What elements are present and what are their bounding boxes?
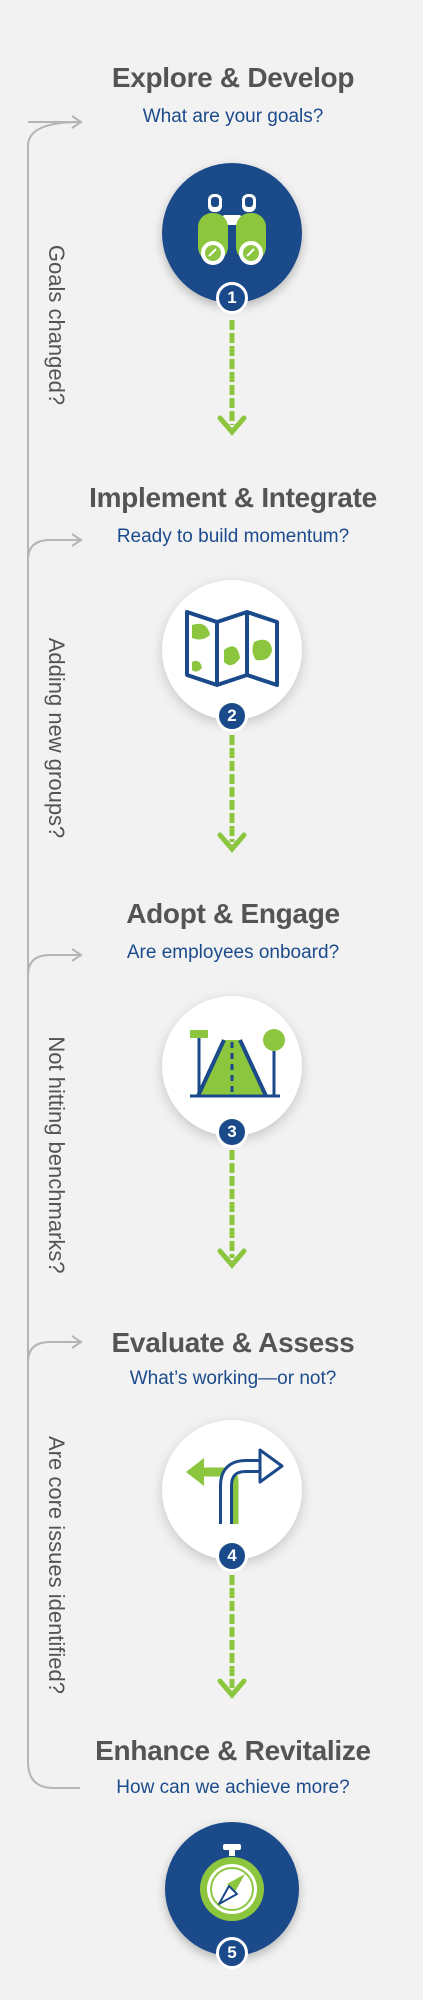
stage-3-badge: 3: [216, 1116, 248, 1148]
feedback-arrow-1: [28, 115, 83, 129]
stage-4-subtitle: What’s working—or not?: [129, 1368, 337, 1389]
feedback-question-1-text: Goals changed?: [44, 244, 69, 406]
stage-3-subtitle: Are employees onboard?: [126, 942, 340, 963]
feedback-arrow-2: [27, 533, 83, 561]
stage-5-circle: [165, 1822, 299, 1956]
stage-2-subtitle: Ready to build momentum?: [116, 526, 350, 547]
progress-arrow-4: [217, 1575, 247, 1699]
feedback-question-3-text: Not hitting benchmarks?: [44, 1036, 69, 1274]
stage-4-title: Evaluate & Assess: [111, 1327, 355, 1358]
binoculars-icon: [198, 194, 266, 265]
stage-2-circle: [162, 580, 302, 720]
stage-3-circle: [162, 996, 302, 1136]
map-icon: [185, 610, 279, 687]
progress-arrow-2: [217, 735, 247, 853]
stage-5-badge: 5: [216, 1937, 248, 1969]
stage-1-subtitle: What are your goals?: [142, 106, 324, 127]
stage-4-badge: 4: [216, 1540, 248, 1572]
fork-arrows-icon: [186, 1448, 284, 1524]
stage-2-badge: 2: [216, 700, 248, 732]
feedback-question-4-text: Are core issues identified?: [44, 1435, 69, 1695]
progress-arrow-3: [217, 1150, 247, 1269]
stage-1-title: Explore & Develop: [111, 62, 355, 93]
feedback-bracket-line: [27, 121, 81, 1789]
stage-5-subtitle: How can we achieve more?: [116, 1777, 350, 1798]
feedback-arrow-3: [27, 948, 83, 976]
stage-1-circle: [162, 163, 302, 303]
stage-1-badge: 1: [216, 282, 248, 314]
progress-arrow-1: [217, 320, 247, 436]
stage-3-title: Adopt & Engage: [126, 898, 340, 929]
stage-2-title: Implement & Integrate: [89, 482, 377, 513]
feedback-arrow-4: [27, 1335, 83, 1363]
stage-5-title: Enhance & Revitalize: [95, 1735, 371, 1766]
road-icon: [190, 1029, 285, 1098]
feedback-question-2-text: Adding new groups?: [44, 637, 69, 839]
compass-stopwatch-icon: [200, 1844, 264, 1921]
stage-4-circle: [162, 1420, 302, 1560]
